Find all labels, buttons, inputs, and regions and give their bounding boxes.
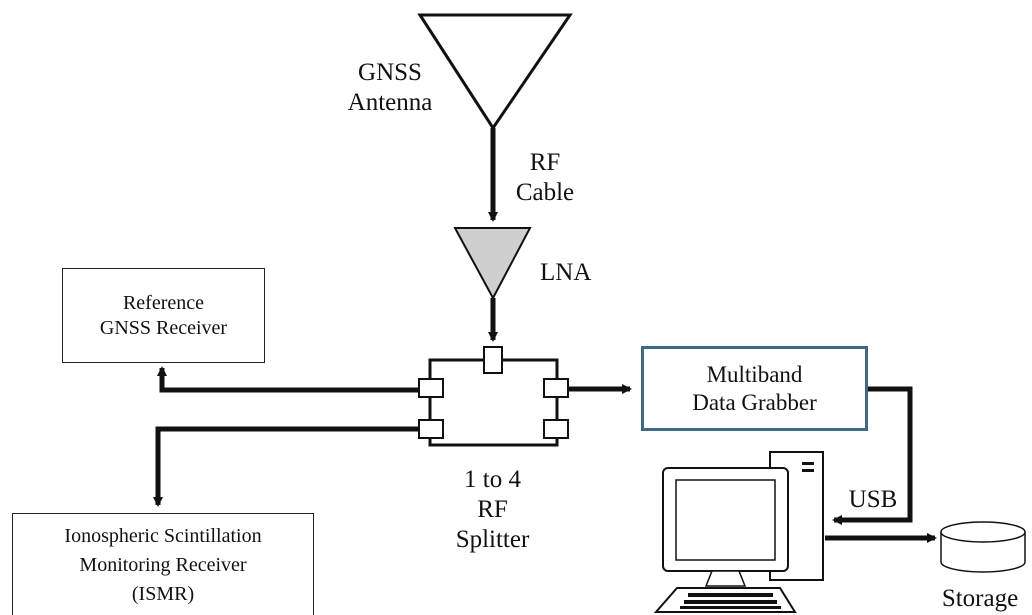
storage-label: Storage (941, 585, 1019, 612)
reference-receiver-line2: GNSS Receiver (99, 316, 228, 339)
splitter-label-line2: RF (477, 496, 508, 523)
data-grabber-line2: Data Grabber (692, 389, 817, 415)
splitter-label-line1: 1 to 4 (464, 466, 521, 493)
splitter-port-right-upper (543, 378, 569, 398)
splitter-to-reference-arrow (157, 366, 419, 393)
storage-icon (940, 521, 1026, 573)
reference-receiver-line1: Reference (122, 291, 205, 314)
splitter-label-line3: Splitter (455, 526, 530, 553)
ismr-line2: Monitoring Receiver (79, 554, 247, 576)
lna-symbol (453, 227, 532, 301)
splitter-label: 1 to 4 RF Splitter (430, 465, 555, 555)
splitter-port-left-lower (418, 419, 444, 439)
antenna-label-line2: Antenna (347, 89, 433, 116)
usb-cable-arrow (832, 386, 913, 525)
splitter-to-ismr-arrow (153, 426, 419, 507)
antenna-label: GNSS Antenna (330, 58, 450, 118)
data-grabber-line1: Multiband (706, 361, 803, 387)
usb-label: USB (848, 486, 898, 513)
antenna-label-line1: GNSS (358, 59, 422, 86)
rf-cable-label-line2: Cable (515, 179, 575, 206)
computer-icon (653, 451, 824, 613)
rf-cable-label-line1: RF (529, 149, 561, 176)
rf-cable-label: RF Cable (505, 148, 585, 208)
ismr-line1: Ionospheric Scintillation (64, 525, 262, 547)
splitter-port-top (483, 346, 503, 374)
splitter-port-right-lower (543, 419, 569, 439)
antenna-symbol (417, 13, 573, 131)
splitter-port-left-upper (418, 378, 444, 398)
reference-receiver-box: Reference GNSS Receiver (62, 268, 265, 363)
ismr-line3: (ISMR) (131, 583, 195, 605)
data-grabber-box: Multiband Data Grabber (641, 346, 868, 431)
ismr-box: Ionospheric Scintillation Monitoring Rec… (12, 513, 314, 615)
lna-label: LNA (540, 259, 592, 286)
